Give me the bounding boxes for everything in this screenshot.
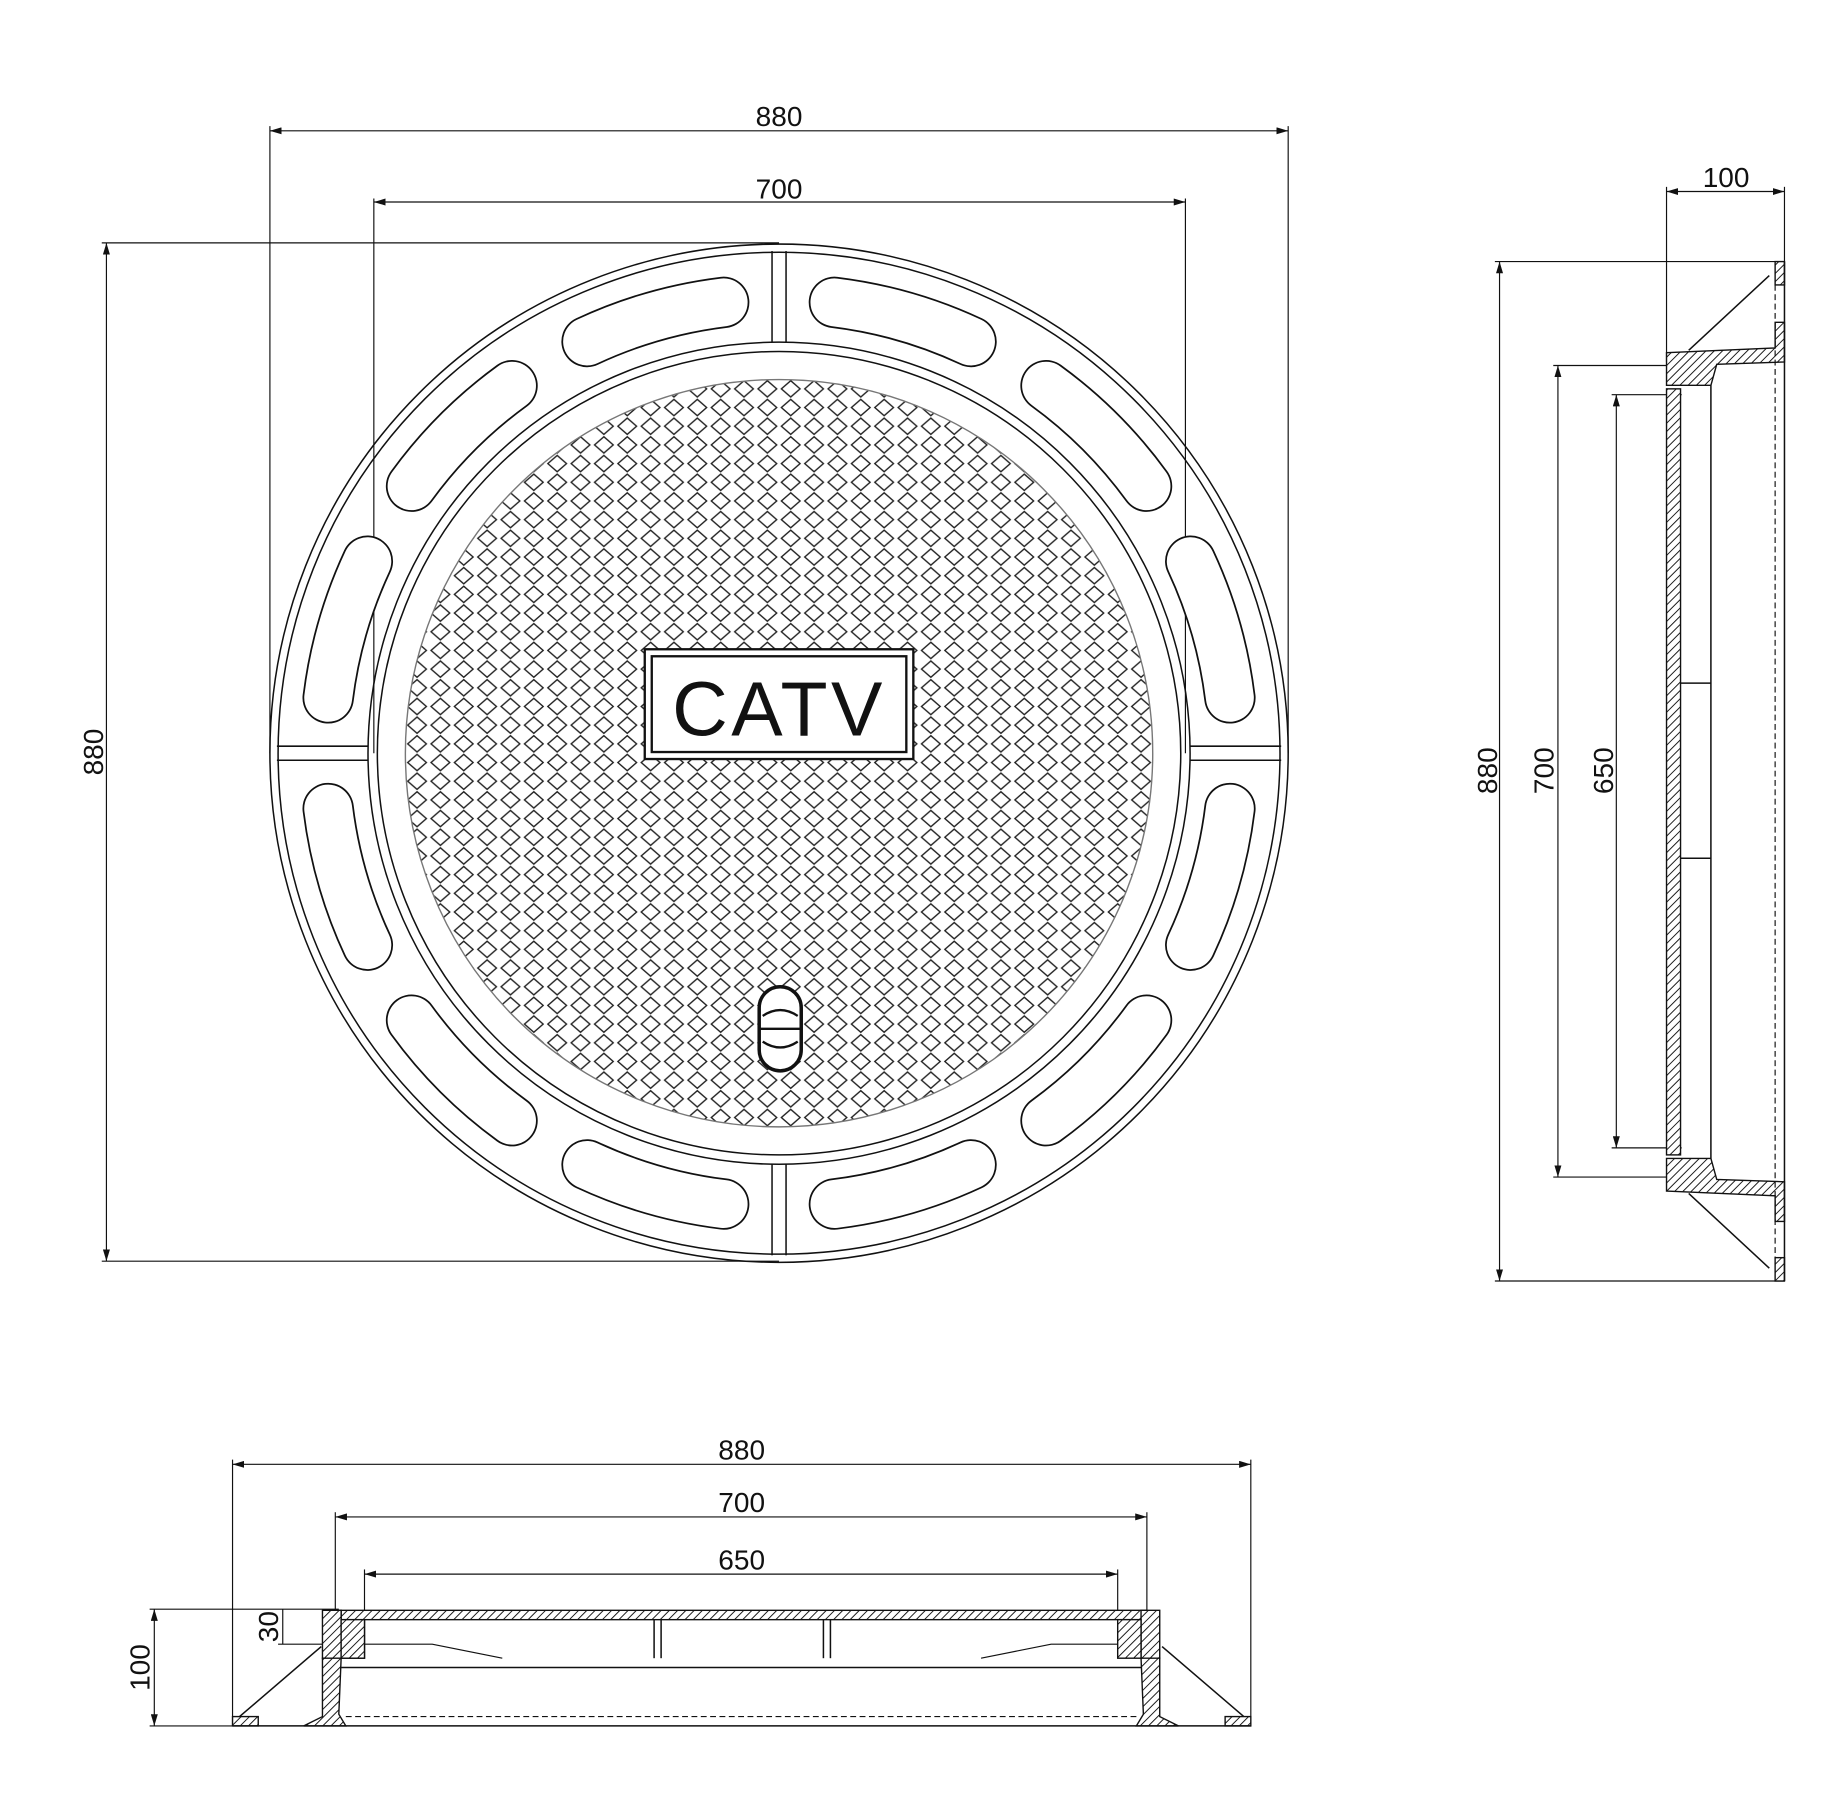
dim-front-width-outer: 880 xyxy=(718,1435,765,1466)
side-view: 100 880 700 650 xyxy=(1472,162,1786,1282)
frame-slot xyxy=(810,1140,995,1228)
cover-label-plate: CATV xyxy=(643,648,915,761)
dim-front-width-cover: 650 xyxy=(718,1544,765,1575)
frame-slot xyxy=(1166,537,1254,722)
cover-label: CATV xyxy=(672,667,886,753)
dim-front-height-total: 100 xyxy=(125,1644,156,1691)
frame-slot xyxy=(810,278,995,366)
dim-top-width-outer: 880 xyxy=(756,101,803,132)
frame-slot xyxy=(304,784,392,970)
frame-inner-edge xyxy=(367,341,1191,1165)
dim-top-width-inner: 700 xyxy=(756,174,803,205)
frame-slot xyxy=(1166,784,1254,970)
lift-keyhole-icon xyxy=(757,984,803,1073)
dim-side-height-cover: 650 xyxy=(1588,747,1619,794)
dim-side-height-outer: 880 xyxy=(1472,747,1503,794)
frame-ribs xyxy=(276,251,1282,1256)
dim-side-height-frame: 700 xyxy=(1528,747,1559,794)
frame-slot xyxy=(387,996,536,1145)
frame-slot xyxy=(1022,996,1171,1145)
dimension-lines xyxy=(101,126,1289,1262)
dim-top-height-outer: 880 xyxy=(78,729,109,776)
frame-slot xyxy=(563,1140,748,1228)
dim-side-depth: 100 xyxy=(1703,162,1750,193)
frame-slot xyxy=(304,537,392,722)
dim-front-width-frame: 700 xyxy=(718,1487,765,1518)
dim-front-height-cover: 30 xyxy=(253,1611,284,1642)
frame-slot xyxy=(1022,361,1171,511)
frame-slots xyxy=(302,276,1256,1230)
frame-slot xyxy=(563,278,748,366)
frame-slot xyxy=(387,361,536,511)
front-view: 880 700 650 100 30 xyxy=(125,1435,1252,1727)
top-view: 880 700 880 CATV xyxy=(78,101,1289,1264)
frame-outer-edge xyxy=(269,243,1289,1264)
